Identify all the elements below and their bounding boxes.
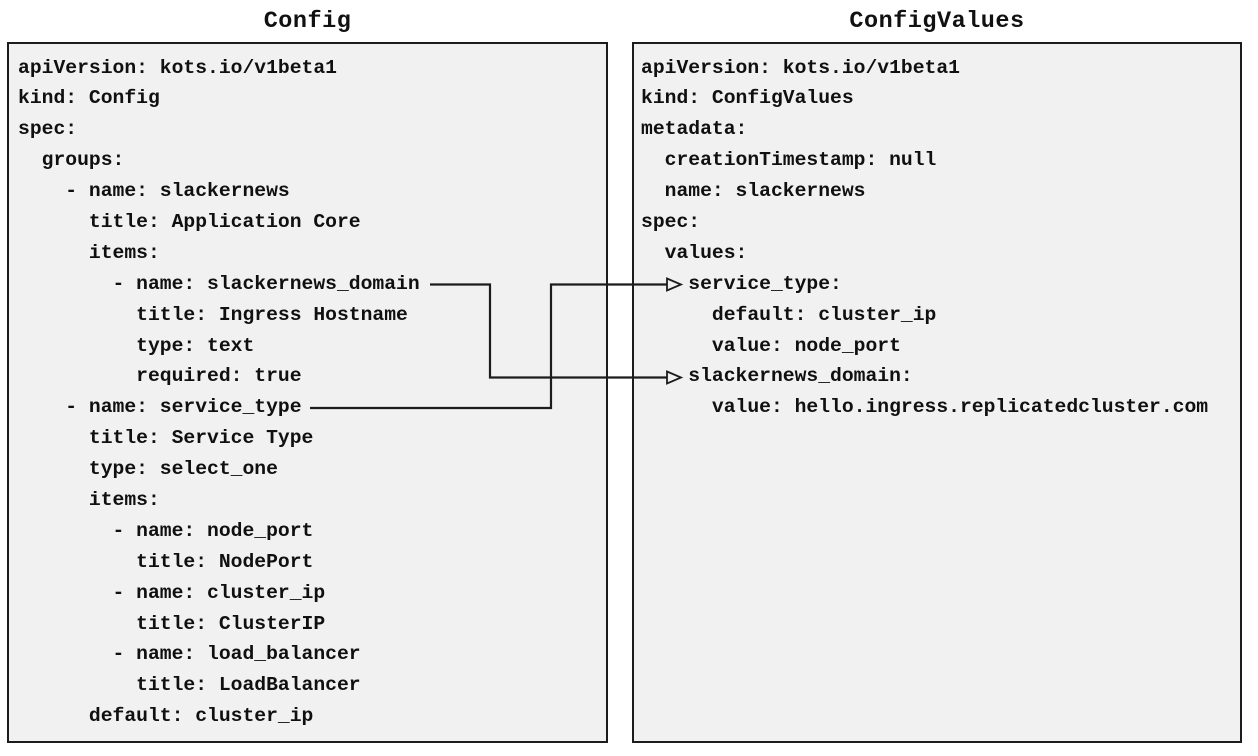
code-line: title: Application Core bbox=[18, 210, 361, 233]
code-line: values: bbox=[641, 241, 748, 264]
code-line: kind: ConfigValues bbox=[641, 87, 854, 110]
config-panel-title: Config bbox=[263, 8, 352, 35]
code-line: - name: cluster_ip bbox=[18, 581, 326, 604]
configvalues-yaml-code: apiVersion: kots.io/v1beta1 kind: ConfigV… bbox=[634, 44, 1240, 423]
code-line: creationTimestamp: null bbox=[641, 149, 937, 172]
code-line: title: ClusterIP bbox=[18, 612, 326, 635]
code-line: title: NodePort bbox=[18, 550, 314, 573]
code-line: title: Service Type bbox=[18, 427, 314, 450]
configvalues-panel-title: ConfigValues bbox=[849, 8, 1025, 35]
code-line: value: hello.ingress.replicatedcluster.c… bbox=[641, 396, 1209, 419]
config-panel-box: apiVersion: kots.io/v1beta1 kind: Config s… bbox=[7, 42, 608, 743]
code-line: title: Ingress Hostname bbox=[18, 303, 408, 326]
code-line: spec: bbox=[641, 210, 701, 233]
code-line: - name: slackernews_domain bbox=[18, 272, 420, 295]
code-line: items: bbox=[18, 241, 160, 264]
code-line: type: select_one bbox=[18, 458, 278, 481]
code-line: - name: slackernews bbox=[18, 180, 290, 203]
code-line: metadata: bbox=[641, 118, 748, 141]
code-line: type: text bbox=[18, 334, 255, 357]
code-line: title: LoadBalancer bbox=[18, 674, 361, 697]
code-line: apiVersion: kots.io/v1beta1 bbox=[18, 56, 337, 79]
config-yaml-code: apiVersion: kots.io/v1beta1 kind: Config s… bbox=[9, 44, 606, 732]
code-line: - name: load_balancer bbox=[18, 643, 361, 666]
configvalues-panel-box: apiVersion: kots.io/v1beta1 kind: ConfigV… bbox=[632, 42, 1242, 743]
code-line: apiVersion: kots.io/v1beta1 bbox=[641, 56, 960, 79]
code-line: - name: node_port bbox=[18, 519, 314, 542]
code-line: items: bbox=[18, 488, 160, 511]
code-line: groups: bbox=[18, 149, 125, 172]
code-line: service_type: bbox=[641, 272, 842, 295]
code-line: spec: bbox=[18, 118, 78, 141]
code-line: - name: service_type bbox=[18, 396, 302, 419]
code-line: value: node_port bbox=[641, 334, 901, 357]
code-line: kind: Config bbox=[18, 87, 160, 110]
code-line: required: true bbox=[18, 365, 302, 388]
code-line: slackernews_domain: bbox=[641, 365, 913, 388]
code-line: default: cluster_ip bbox=[641, 303, 937, 326]
code-line: name: slackernews bbox=[641, 180, 866, 203]
code-line: default: cluster_ip bbox=[18, 705, 314, 728]
